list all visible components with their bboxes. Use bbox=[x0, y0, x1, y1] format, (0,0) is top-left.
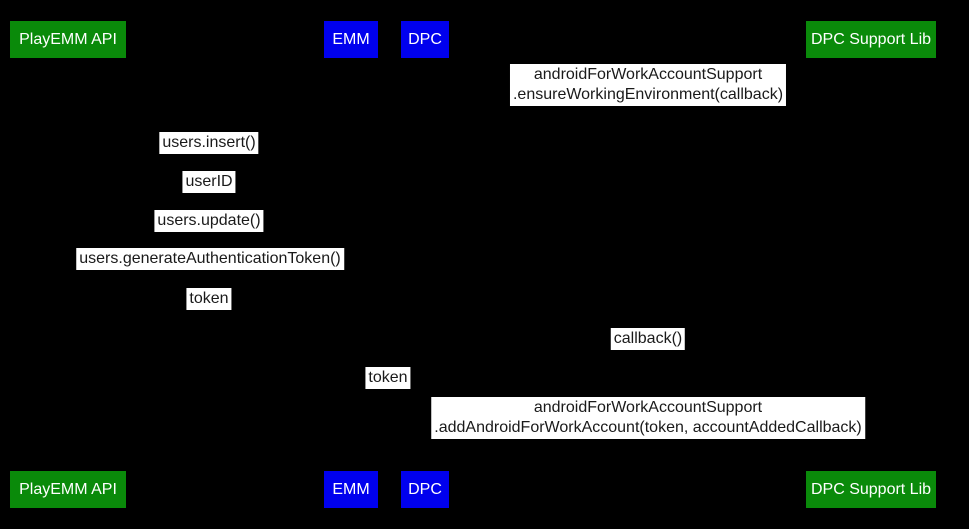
message-line: users.update() bbox=[157, 212, 261, 229]
message-token-to-dpc: token bbox=[365, 367, 411, 389]
actor-label: DPC bbox=[408, 480, 442, 498]
actor-box-dpc-support-lib-top: DPC Support Lib bbox=[806, 21, 936, 58]
actor-label: EMM bbox=[332, 480, 370, 498]
message-line: androidForWorkAccountSupport bbox=[533, 66, 763, 83]
message-users-generate-authentication-token: users.generateAuthenticationToken() bbox=[76, 248, 344, 270]
message-add-android-for-work-account: androidForWorkAccountSupport .addAndroid… bbox=[431, 397, 865, 439]
actor-box-dpc-support-lib-bottom: DPC Support Lib bbox=[806, 471, 936, 508]
actor-box-playemm-api-bottom: PlayEMM API bbox=[10, 471, 126, 508]
message-user-id: userID bbox=[182, 171, 236, 193]
message-token-to-emm: token bbox=[186, 288, 232, 310]
actor-box-dpc-bottom: DPC bbox=[401, 471, 449, 508]
message-line: token bbox=[368, 369, 408, 386]
actor-label: DPC bbox=[408, 30, 442, 48]
actor-label: DPC Support Lib bbox=[810, 480, 932, 498]
message-line: users.insert() bbox=[162, 134, 256, 151]
message-callback: callback() bbox=[610, 328, 686, 350]
actor-box-dpc-top: DPC bbox=[401, 21, 449, 58]
message-line: .ensureWorkingEnvironment(callback) bbox=[512, 86, 784, 103]
message-line: .addAndroidForWorkAccount(token, account… bbox=[434, 419, 862, 436]
actor-box-playemm-api-top: PlayEMM API bbox=[10, 21, 126, 58]
actor-label: PlayEMM API bbox=[19, 30, 117, 48]
actor-label: PlayEMM API bbox=[19, 480, 117, 498]
actor-box-emm-top: EMM bbox=[324, 21, 378, 58]
message-line: users.generateAuthenticationToken() bbox=[79, 250, 341, 267]
actor-label: DPC Support Lib bbox=[810, 30, 932, 48]
message-line: userID bbox=[185, 173, 233, 190]
actor-label: EMM bbox=[332, 30, 370, 48]
message-line: androidForWorkAccountSupport bbox=[533, 399, 763, 416]
message-users-insert: users.insert() bbox=[159, 132, 259, 154]
message-line: callback() bbox=[613, 330, 683, 347]
message-users-update: users.update() bbox=[154, 210, 264, 232]
message-ensure-working-environment: androidForWorkAccountSupport .ensureWork… bbox=[509, 64, 787, 106]
actor-box-emm-bottom: EMM bbox=[324, 471, 378, 508]
message-line: token bbox=[189, 290, 229, 307]
